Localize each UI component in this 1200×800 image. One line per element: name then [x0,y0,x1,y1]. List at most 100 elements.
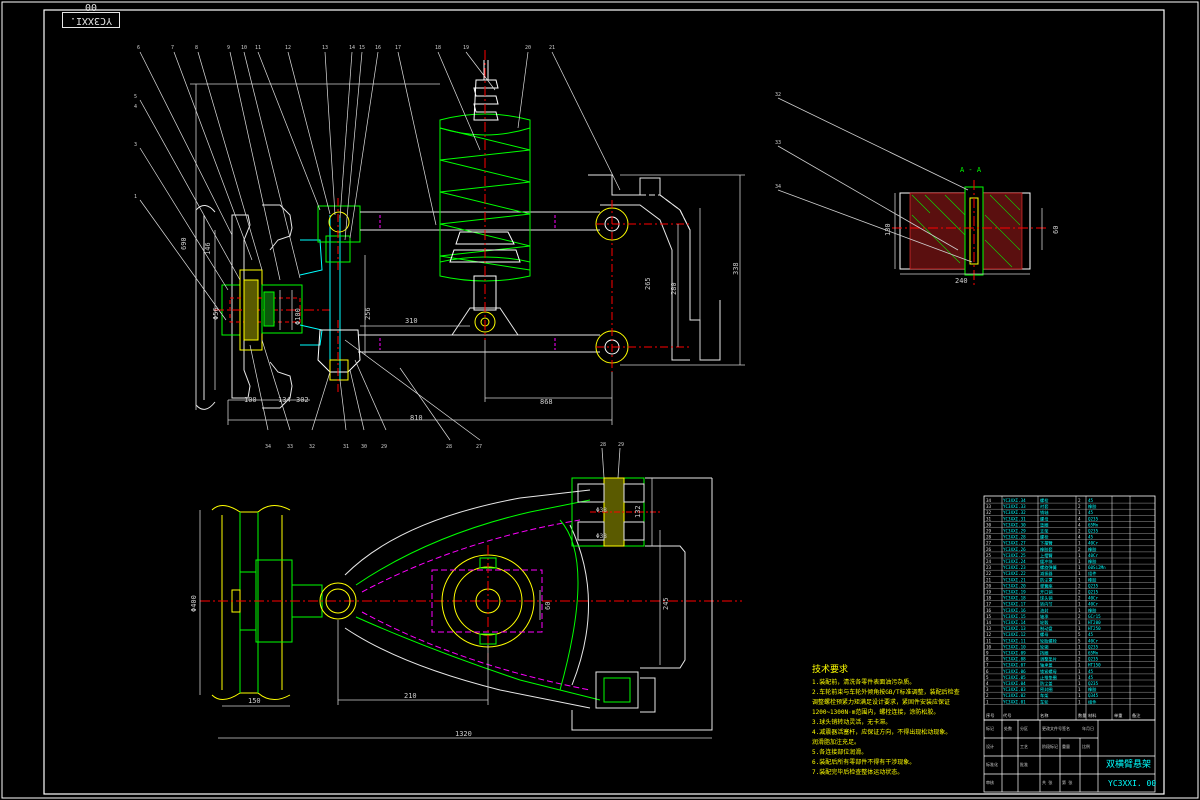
dim-overall-height: 690 [180,237,188,250]
parts-cell: YC3XXI.07 [1003,663,1026,668]
parts-cell: 轮辋 [1040,643,1048,650]
parts-cell: 螺母 [1040,631,1048,638]
parts-cell: 32 [986,510,992,515]
parts-cell: 40Cr [1088,553,1099,558]
balloon-label: 20 [525,45,531,51]
plan-dim-centre: 60 [544,602,552,610]
steering-knuckle [299,215,341,380]
parts-cell: 减振器 [1040,570,1053,577]
parts-cell: 34 [986,498,992,503]
parts-cell: 橡胶 [1088,546,1096,553]
balloon-label: 19 [463,45,469,51]
parts-cell: Q235 [1088,529,1099,534]
parts-cell: YC3XXI.31 [1003,516,1026,521]
balloon-label: 29 [618,442,624,448]
parts-cell: 防尘盖 [1040,680,1053,687]
title-block-label: 共 张 [1042,779,1052,785]
parts-cell: 9 [986,651,989,656]
parts-cell: YC3XXI.11 [1003,638,1026,643]
balloon-label: 17 [395,45,401,51]
parts-cell: 密封圈 [1040,686,1053,693]
parts-cell: 18 [986,596,992,601]
plan-bushing [571,477,660,547]
parts-cell: 螺母 [1040,515,1048,522]
parts-cell: 橡胶 [1088,686,1096,693]
title-block-label: 重量 [1062,743,1070,749]
parts-cell: YC3XXI.19 [1003,590,1026,595]
parts-cell: 1 [1078,663,1081,668]
parts-cell: GCr15 [1088,614,1101,619]
dim-upper-span: 265 [644,277,652,290]
parts-cell: YC3XXI.28 [1003,535,1026,540]
front-balloon-labels: 6 7 8 9 10 11 12 13 14 15 16 17 18 19 20… [134,45,555,450]
upper-ball-joint [317,198,361,270]
parts-cell: 21 [986,577,992,582]
parts-cell: 45 [1088,498,1094,503]
notes-line: 6.装配后所有零部件不得有干涉现象。 [812,758,915,766]
parts-cell: 制动盘 [1040,625,1053,632]
title-block-label: 更改文件号 [1042,725,1062,731]
parts-cell: 转向节 [1040,601,1053,608]
notes-line: 润滑脂加注充足。 [812,738,860,746]
balloon-label: 14 [349,45,355,51]
parts-cell: 1 [1078,687,1081,692]
parts-cell: 销轴 [1040,509,1048,516]
parts-header-cell: 数量 [1078,712,1086,719]
parts-header-cell: 备注 [1132,712,1141,719]
parts-cell: 橡胶 [1088,558,1096,565]
parts-cell: YC3XXI.25 [1003,553,1026,558]
balloon-label: 21 [549,45,555,51]
parts-cell: 锁紧螺母 [1040,668,1057,675]
parts-cell: YC3XXI.03 [1003,687,1026,692]
parts-header-cell: 名称 [1040,712,1048,719]
parts-cell: 31 [986,516,992,521]
parts-cell: 螺栓 [1040,497,1049,504]
parts-cell: 29 [986,529,992,534]
parts-cell: 车架 [1040,692,1048,699]
parts-cell: 止推垫圈 [1040,674,1057,681]
parts-cell: YC3XXI.02 [1003,693,1026,698]
parts-cell: 2 [1078,504,1081,509]
parts-header-cell: 序号 [986,712,994,719]
parts-header-cell: 材料 [1088,712,1097,719]
parts-cell: 33 [986,504,992,509]
plan-dim-wheel: Φ400 [190,595,198,612]
title-block-label: 签名 [1062,725,1070,731]
parts-cell: 8 [986,657,989,662]
technical-notes: 技术要求 1.装配前，清洗各零件表面油污杂质。2.车轮前束与车轮外倾角按GB/T… [812,663,960,776]
parts-cell: 45 [1088,632,1094,637]
parts-cell: YC3XXI.12 [1003,632,1026,637]
parts-cell: YC3XXI.04 [1003,681,1026,686]
parts-cell: 1 [1078,620,1081,625]
frame-bracket [588,174,721,372]
dim-offset-b: 134 [278,396,291,404]
parts-cell: 1 [1078,608,1081,613]
balloon-label: 6 [137,45,140,51]
parts-cell: 1 [1078,541,1081,546]
parts-cell: YC3XXI.32 [1003,510,1026,515]
parts-cell: 1 [1078,693,1081,698]
dim-inner-dist: 310 [405,317,418,325]
parts-cell: 2 [1078,657,1081,662]
balloon-label: 5 [134,94,137,100]
parts-cell: 2 [1078,583,1081,588]
parts-cell: 组件 [1088,698,1096,705]
section-view: A - A 240 130 60 32 33 34 [775,92,1060,285]
parts-cell: 5 [986,675,989,680]
balloon-label: 9 [227,45,230,51]
title-block-label: 阶段标记 [1042,743,1058,749]
parts-cell: 开口销 [1040,589,1053,596]
parts-cell: 65Mn [1088,651,1099,656]
parts-cell: 40Cr [1088,596,1099,601]
title-block: 标记处数分区更改文件号签名年月日设计标准化审核工艺批准阶段标记重量比例共 张第 … [983,719,1156,793]
parts-cell: 橡胶 [1088,576,1096,583]
plan-dim-arm: 210 [404,692,417,700]
parts-cell: YC3XXI.01 [1003,699,1026,704]
plan-ball-joint [319,582,357,620]
balloon-label: 30 [361,444,367,450]
plan-dim-texts: Φ400 150 210 1320 245 132 Φ38 Φ38 60 28 … [190,442,670,738]
balloon-label: 28 [600,442,606,448]
dim-hub-dia: 146 [204,242,212,255]
parts-cell: YC3XXI.09 [1003,651,1026,656]
